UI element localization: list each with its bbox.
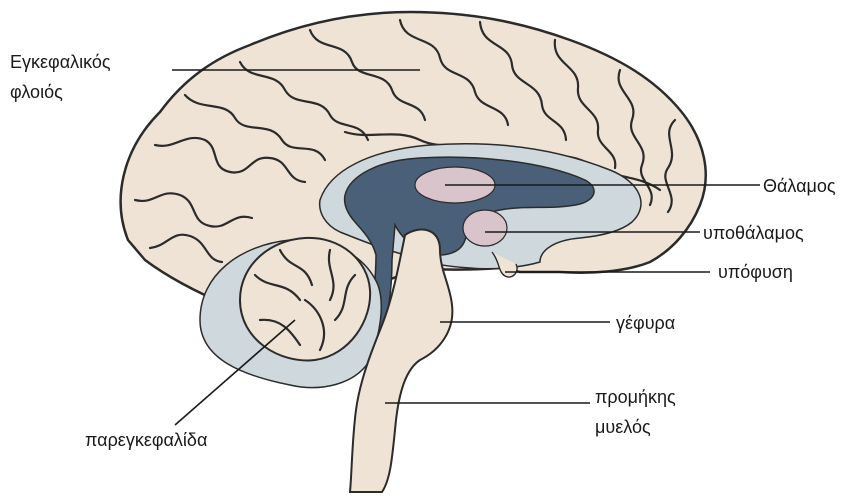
label-cortex-line2: φλοιός — [10, 80, 63, 104]
label-medulla-line2: μυελός — [595, 415, 651, 439]
label-cerebellum: παρεγκεφαλίδα — [85, 428, 207, 452]
label-pons: γέφυρα — [616, 311, 675, 335]
label-hypothalamus: υποθάλαμος — [703, 221, 804, 245]
label-pituitary: υπόφυση — [718, 260, 793, 284]
label-cortex-line1: Εγκεφαλικός — [10, 50, 111, 74]
label-thalamus: Θάλαμος — [763, 174, 836, 198]
hypothalamus — [463, 210, 507, 246]
label-medulla-line1: προμήκης — [595, 385, 676, 409]
